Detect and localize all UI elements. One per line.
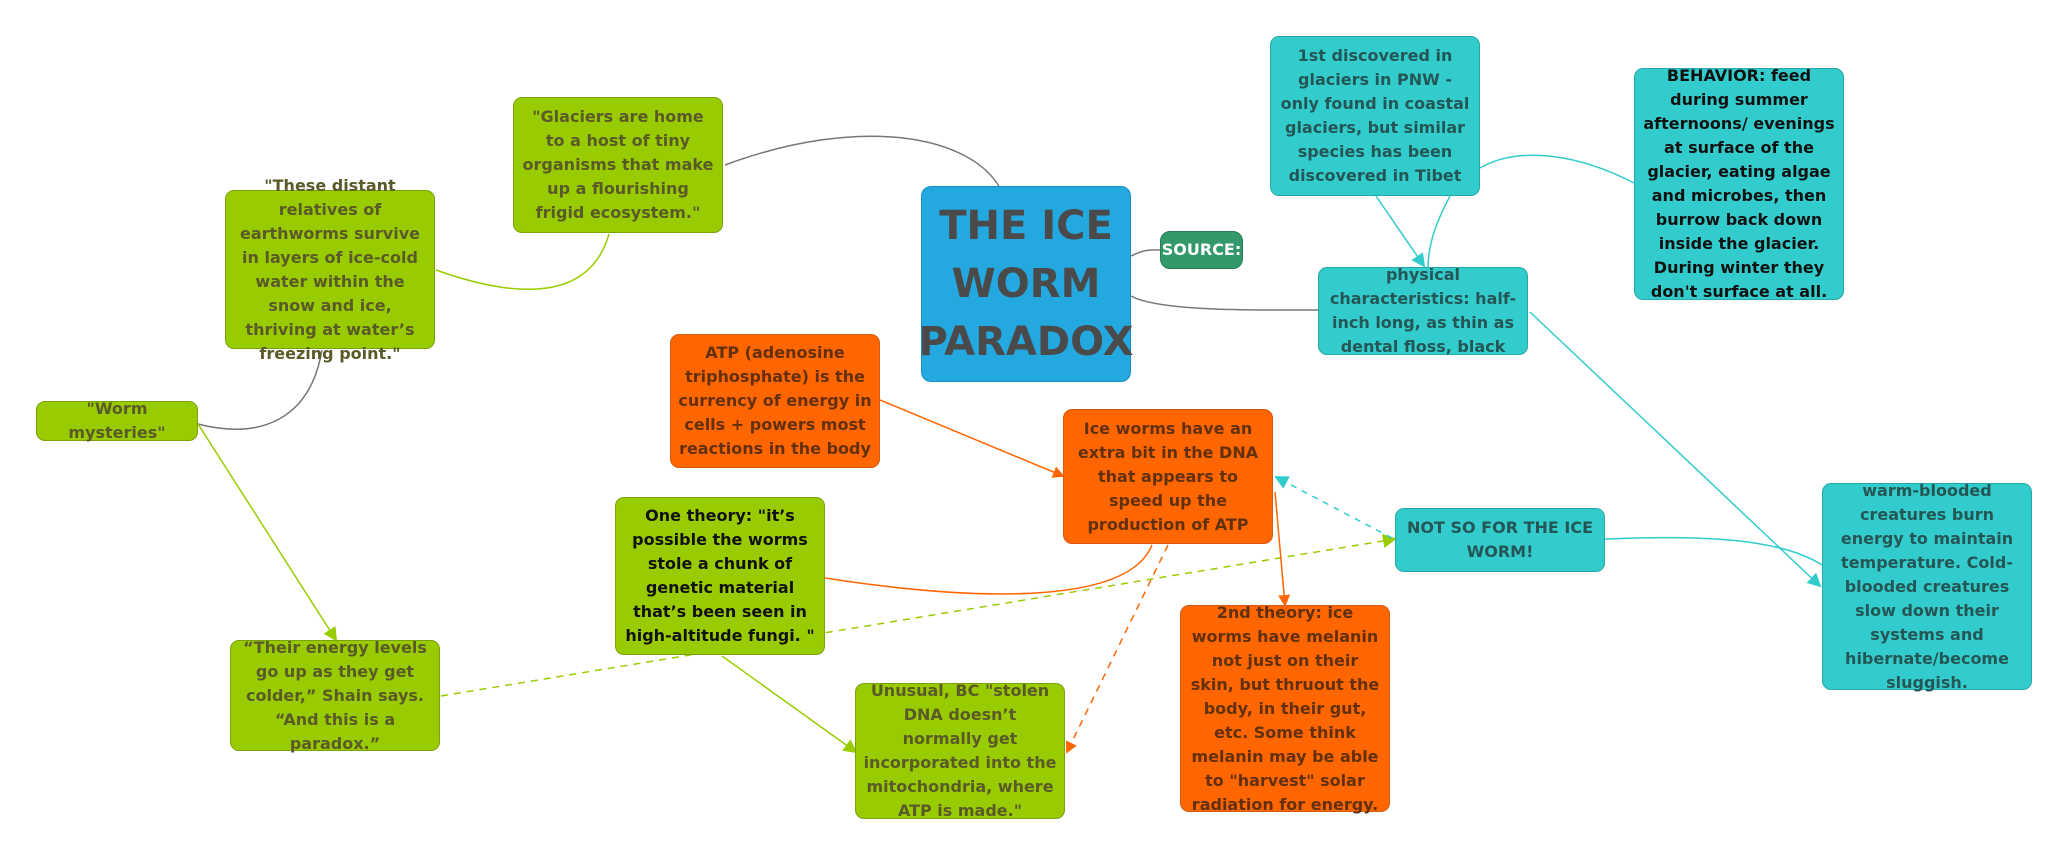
node-behavior[interactable]: BEHAVIOR: feed during summer afternoons/… [1634, 66, 1844, 301]
node-energy-levels[interactable]: “Their energy levels go up as they get c… [230, 638, 440, 753]
node-one-theory-text: One theory: "it’s possible the worms sto… [625, 506, 815, 645]
link-extra-theory [824, 544, 1153, 595]
node-warm-blooded[interactable]: warm-blooded creatures burn energy to ma… [1822, 481, 2032, 692]
link-physical-first [1427, 195, 1451, 269]
source-label[interactable]: SOURCE: [1160, 231, 1243, 269]
node-not-so[interactable]: NOT SO FOR THE ICE WORM! [1395, 508, 1605, 572]
node-atp[interactable]: ATP (adenosine triphosphate) is the curr… [670, 334, 880, 468]
node-second-theory[interactable]: 2nd theory: ice worms have melanin not j… [1180, 603, 1390, 814]
node-glaciers-home-text: "Glaciers are home to a host of tiny org… [522, 107, 714, 222]
node-worm-mysteries-text: "Worm mysteries" [68, 399, 166, 442]
node-distant-relatives-text: "These distant relatives of earthworms s… [239, 175, 420, 363]
link-atp-extra [879, 399, 1065, 478]
node-extra-dna-text: Ice worms have an extra bit in the DNA t… [1077, 418, 1259, 534]
link-central-physical [1130, 295, 1319, 311]
link-first-behavior [1479, 154, 1635, 184]
node-unusual[interactable]: Unusual, BC "stolen DNA doesn’t normally… [855, 681, 1065, 820]
node-atp-text: ATP (adenosine triphosphate) is the curr… [678, 343, 872, 458]
source-label-text: SOURCE: [1161, 240, 1242, 259]
link-physical-warm [1529, 311, 1822, 588]
node-physical-text: physical characteristics: half-inch long… [1329, 265, 1517, 356]
link-mysteries-energy [197, 423, 338, 642]
node-unusual-text: Unusual, BC "stolen DNA doesn’t normally… [863, 681, 1057, 820]
node-distant-relatives[interactable]: "These distant relatives of earthworms s… [225, 176, 435, 363]
link-notso-extra [1274, 476, 1393, 539]
node-glaciers-home[interactable]: "Glaciers are home to a host of tiny org… [513, 97, 723, 233]
node-extra-dna[interactable]: Ice worms have an extra bit in the DNA t… [1063, 409, 1273, 544]
link-theory-unusual [721, 655, 858, 754]
link-energy-notso [440, 534, 1397, 697]
node-first-discovered-text: 1st discovered in glaciers in PNW - only… [1280, 46, 1470, 185]
node-worm-mysteries[interactable]: "Worm mysteries" [36, 399, 198, 442]
node-one-theory[interactable]: One theory: "it’s possible the worms sto… [615, 497, 825, 655]
node-first-discovered[interactable]: 1st discovered in glaciers in PNW - only… [1270, 36, 1480, 196]
link-central-glaciers [724, 135, 1001, 189]
link-first-physical [1375, 195, 1426, 268]
central-topic[interactable]: THE ICE WORM PARADOX [918, 186, 1134, 382]
node-behavior-text: BEHAVIOR: feed during summer afternoons/… [1643, 66, 1835, 301]
link-extra-second [1274, 491, 1291, 607]
link-glaciers-relatives [435, 233, 610, 290]
node-not-so-text: NOT SO FOR THE ICE WORM! [1406, 518, 1594, 561]
node-energy-levels-text: “Their energy levels go up as they get c… [243, 637, 427, 753]
node-warm-blooded-text: warm-blooded creatures burn energy to ma… [1840, 480, 2014, 692]
link-relatives-mysteries [197, 349, 323, 430]
node-second-theory-text: 2nd theory: ice worms have melanin not j… [1190, 602, 1380, 814]
link-central-source [1130, 249, 1161, 257]
node-physical[interactable]: physical characteristics: half-inch long… [1318, 265, 1528, 356]
link-notso-warm [1604, 536, 1823, 566]
central-topic-label: THE ICE WORM PARADOX [918, 203, 1134, 365]
